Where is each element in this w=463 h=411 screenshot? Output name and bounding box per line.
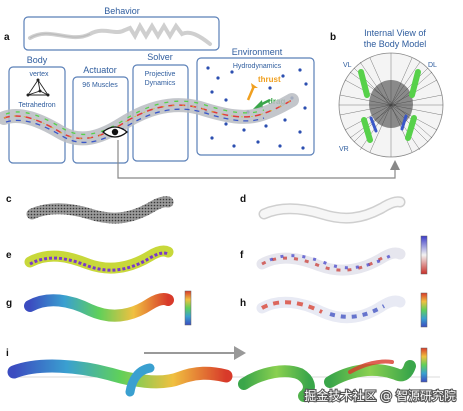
colorbar-g (184, 290, 192, 326)
view-arrowhead (390, 160, 400, 170)
actuator-title: Actuator (83, 65, 117, 75)
colorbar-h (420, 292, 428, 328)
view-arrow (117, 140, 396, 179)
worm-heatmap-h-red (261, 300, 323, 314)
drag-arrowhead (253, 100, 263, 109)
panel-label-e: e (6, 250, 12, 261)
fluid-particles (204, 66, 308, 150)
panel-f: f (240, 235, 428, 276)
panel-c: c (6, 194, 174, 224)
worm-sequence-3 (324, 360, 416, 388)
quadrant-vr: VR (339, 146, 349, 153)
worm-muscles-e-lines (29, 251, 169, 272)
eye-icon (101, 126, 129, 138)
muscles-label: 96 Muscles (82, 82, 118, 89)
colorbar-i (420, 347, 428, 383)
worm-sequence-1 (7, 359, 233, 389)
panel-label-a: a (4, 32, 10, 43)
tetrahedron-icon (26, 78, 50, 97)
muscle-bands (358, 69, 421, 143)
thrust-arrowhead (251, 83, 258, 88)
colorbar-f (420, 235, 428, 275)
thrust-arrow (246, 85, 256, 101)
body-title: Body (27, 55, 48, 65)
behavior-box (23, 16, 220, 51)
solver-line2: Dynamics (145, 80, 176, 87)
solver-title: Solver (147, 52, 173, 62)
worm-model-a (0, 93, 299, 146)
panel-i: i (6, 346, 440, 402)
panel-label-c: c (6, 194, 12, 205)
panel-label-d: d (240, 194, 246, 205)
worm-muscles-e (24, 245, 174, 274)
vertex-label: vertex (29, 71, 49, 78)
worm-field-f (256, 247, 406, 276)
panel-b-title-line2: the Body Model (364, 39, 427, 49)
worm-mesh-c (26, 196, 174, 224)
watermark-text: 掘金技术社区 @ 智源研究院 (304, 388, 456, 403)
quadrant-vl: VL (343, 62, 352, 69)
thrust-label: thrust (258, 75, 281, 84)
hydro-label: Hydrodynamics (233, 63, 282, 70)
panel-a: a Behavior Body vertex Tetrahedron Actua… (0, 6, 400, 179)
environment-title: Environment (232, 47, 283, 57)
worm-sequence-1-tail (125, 363, 155, 397)
panel-label-f: f (240, 250, 244, 261)
worm-sequence-3-band (348, 359, 394, 374)
quadrant-dl: DL (428, 62, 437, 69)
worm-surface-d-highlight (260, 197, 404, 222)
solver-line1: Projective (145, 71, 176, 78)
tetrahedron-label: Tetrahedron (18, 102, 55, 109)
panel-label-g: g (6, 298, 12, 309)
panel-label-i: i (6, 348, 9, 359)
worm-sequence-2 (238, 365, 315, 402)
panel-e: e (6, 245, 174, 274)
mesh-core (369, 80, 413, 128)
panel-h: h (240, 292, 428, 328)
behavior-worm-body (29, 33, 91, 39)
watermark: 掘金技术社区 @ 智源研究院 (303, 387, 457, 404)
panel-label-h: h (240, 298, 246, 309)
worm-heatmap-g (24, 293, 174, 322)
worm-heatmap-h-blue (329, 304, 385, 319)
sequence-arrowhead (234, 346, 246, 360)
panel-label-b: b (330, 32, 336, 43)
panel-g: g (6, 290, 192, 326)
behavior-title: Behavior (104, 6, 140, 16)
panel-d: d (240, 194, 406, 224)
panel-b: b Internal View of the Body Model VL DL … (330, 28, 444, 158)
panel-b-title-line1: Internal View of (364, 28, 426, 38)
